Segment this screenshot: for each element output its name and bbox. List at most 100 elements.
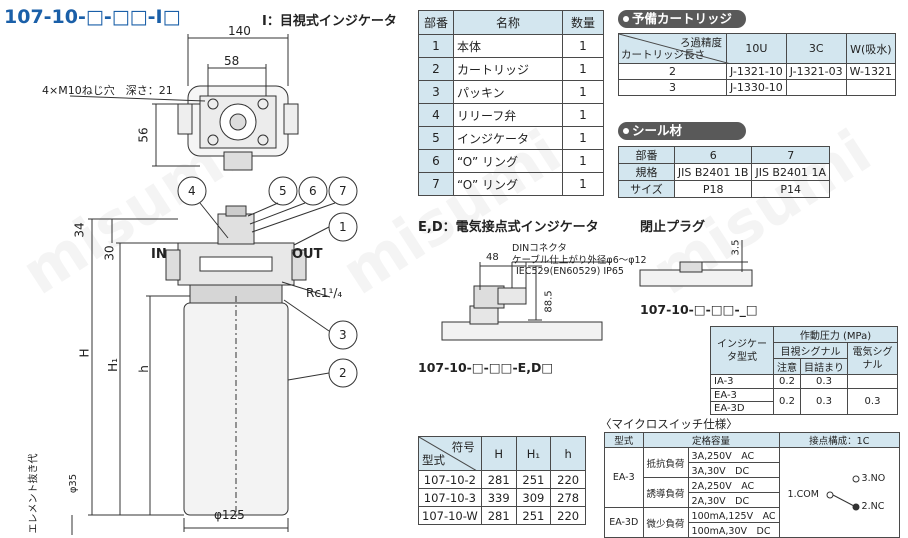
balloon-5: 5 bbox=[279, 184, 287, 198]
balloon-7: 7 bbox=[339, 184, 347, 198]
table-cell: 1 bbox=[562, 57, 604, 81]
contact-no-label: 3.NO bbox=[861, 473, 886, 484]
table-cell: 5 bbox=[418, 126, 454, 150]
dim-56: 56 bbox=[136, 127, 151, 143]
table-cell: 107-10-2 bbox=[418, 470, 482, 489]
micro-switch-title: 〈マイクロスイッチ仕様〉 bbox=[600, 417, 738, 431]
table-cell: 2A,250V AC bbox=[687, 477, 780, 493]
table-cell: “O” リング bbox=[453, 172, 563, 196]
caution-header: 注意 bbox=[773, 358, 801, 375]
table-cell: 220 bbox=[550, 506, 586, 525]
table-cell: JIS B2401 1A bbox=[751, 163, 830, 181]
dim-phi125: φ125 bbox=[214, 508, 245, 522]
contact-diagram bbox=[826, 475, 860, 511]
table-cell: 3 bbox=[618, 79, 727, 96]
table-cell: 251 bbox=[515, 470, 552, 489]
ed-cable-label: ケーブル仕上がり外径φ6～φ12 bbox=[512, 255, 647, 266]
table-cell: 107-10-3 bbox=[418, 488, 482, 507]
table-cell: 100mA,30V DC bbox=[687, 522, 780, 538]
page-title: 107-10-□-□□-I□ bbox=[4, 6, 181, 28]
table-cell: 281 bbox=[480, 506, 517, 525]
table-cell: 1 bbox=[418, 34, 454, 58]
balloon-4: 4 bbox=[188, 184, 196, 198]
table-cell: 3A,250V AC bbox=[687, 447, 780, 463]
table-cell: 本体 bbox=[453, 34, 563, 58]
table-cell: IA-3 bbox=[710, 374, 774, 389]
cartridge-section-title: 予備カートリッジ bbox=[618, 10, 746, 28]
table-cell: EA-3D bbox=[710, 401, 774, 415]
plug-model-code: 107-10-□-□□-_□ bbox=[640, 302, 758, 317]
table-cell: 2 bbox=[618, 63, 727, 80]
dim-34: 34 bbox=[72, 222, 87, 238]
dim-30: 30 bbox=[102, 245, 117, 261]
table-cell: 0.3 bbox=[800, 374, 848, 389]
dim-h: h bbox=[136, 365, 151, 373]
table-cell: 107-10-W bbox=[418, 506, 482, 525]
table-cell: 2A,30V DC bbox=[687, 492, 780, 508]
cartridge-col-3c: 3C bbox=[785, 33, 847, 64]
balloon-3: 3 bbox=[339, 328, 347, 342]
table-cell: 1 bbox=[562, 103, 604, 127]
indicator-pressure-table: インジケータ型式 作動圧力 (MPa) 目視シグナル 電気シグナル 注意 目詰ま… bbox=[710, 326, 898, 415]
table-cell: カートリッジ bbox=[453, 57, 563, 81]
table-cell: P18 bbox=[673, 180, 753, 198]
table-cell: 1 bbox=[562, 126, 604, 150]
electric-signal-header: 電気シグナル bbox=[847, 342, 898, 375]
table-cell: JIS B2401 1B bbox=[673, 163, 753, 181]
table-cell: 0.2 bbox=[773, 388, 801, 415]
cartridge-col-w: W(吸水) bbox=[845, 33, 897, 64]
watermark: misumi bbox=[10, 116, 254, 309]
table-cell: “O” リング bbox=[453, 149, 563, 173]
indicator-type-subtitle: I：目視式インジケータ bbox=[262, 14, 397, 29]
dim-H: H bbox=[77, 348, 92, 358]
table-cell: 1 bbox=[562, 149, 604, 173]
table-cell: リリーフ弁 bbox=[453, 103, 563, 127]
table-cell: 誘導負荷 bbox=[642, 477, 689, 508]
table-cell: 規格 bbox=[618, 163, 675, 181]
dim-58: 58 bbox=[224, 54, 240, 68]
dim-140: 140 bbox=[228, 24, 251, 38]
ed-model-code: 107-10-□-□□-E,D□ bbox=[418, 360, 554, 375]
table-cell: 1 bbox=[562, 172, 604, 196]
table-cell: EA-3 bbox=[710, 388, 774, 402]
table-cell: 部番 bbox=[618, 146, 675, 164]
table-cell: 3A,30V DC bbox=[687, 462, 780, 478]
table-cell: J-1321-10 bbox=[726, 63, 787, 80]
table-cell bbox=[847, 374, 898, 389]
table-cell: EA-3 bbox=[604, 447, 644, 508]
ed-dim-48: 48 bbox=[486, 252, 499, 263]
in-label: IN bbox=[151, 247, 167, 262]
table-cell: サイズ bbox=[618, 180, 675, 198]
table-cell: 309 bbox=[515, 488, 552, 507]
dims-col-h: h bbox=[550, 436, 586, 471]
cartridge-col-10u: 10U bbox=[726, 33, 787, 64]
contact-com-label: 1.COM bbox=[787, 489, 819, 500]
clog-header: 目詰まり bbox=[800, 358, 848, 375]
ed-dim-88: 88.5 bbox=[543, 290, 555, 313]
dims-corner-header: 符号 型式 bbox=[418, 436, 482, 471]
table-cell: W-1321 bbox=[845, 63, 897, 80]
table-cell: 0.3 bbox=[800, 388, 848, 415]
table-cell: 6 bbox=[673, 146, 753, 164]
dim-H1: H₁ bbox=[105, 358, 120, 372]
micro-switch-table: 型式 定格容量 接点構成：1C EA-3 抵抗負荷 3A,250V AC 3.N… bbox=[604, 432, 901, 538]
table-cell: 抵抗負荷 bbox=[642, 447, 689, 478]
table-cell: P14 bbox=[751, 180, 830, 198]
table-cell: 339 bbox=[480, 488, 517, 507]
table-cell: 1 bbox=[562, 80, 604, 104]
parts-header-no: 部番 bbox=[418, 10, 454, 35]
plug-dim: 3.5 bbox=[730, 239, 742, 256]
table-cell: 251 bbox=[515, 506, 552, 525]
table-cell: 3 bbox=[418, 80, 454, 104]
parts-header-qty: 数量 bbox=[562, 10, 604, 35]
balloon-1: 1 bbox=[339, 220, 347, 234]
ed-iec-label: IEC529(EN60529) IP65 bbox=[516, 266, 624, 277]
contact-diagram-cell: 3.NO 1.COM 2.NC bbox=[778, 447, 901, 538]
indicator-type-header: インジケータ型式 bbox=[710, 326, 774, 375]
table-cell: 微少負荷 bbox=[642, 507, 689, 538]
dims-col-H: H bbox=[480, 436, 517, 471]
table-cell bbox=[845, 79, 897, 96]
table-cell: 100mA,125V AC bbox=[687, 507, 780, 523]
